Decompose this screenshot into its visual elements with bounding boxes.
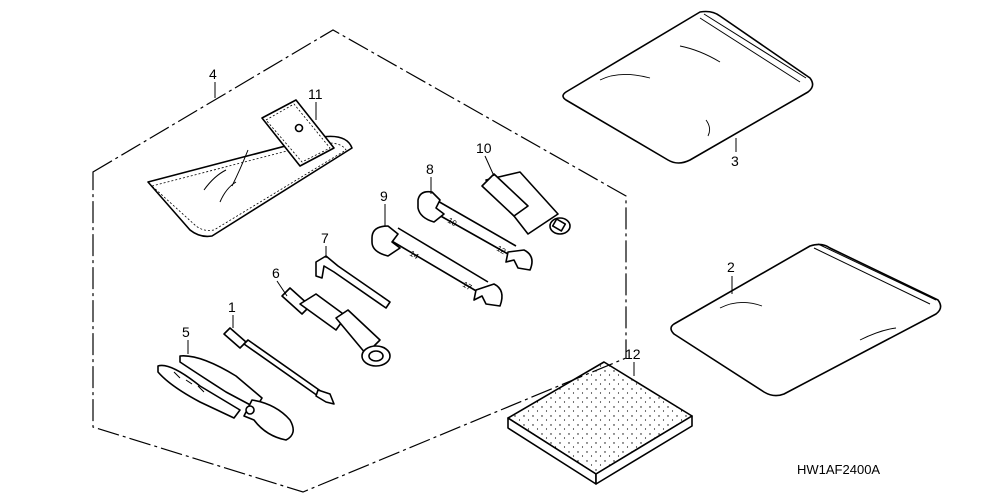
wrench-9-mark-lower: 17 [461, 280, 474, 293]
callout-9: 9 [380, 188, 388, 204]
callout-1: 1 [228, 299, 236, 315]
wrench-10x12 [417, 190, 533, 271]
wrench-8-mark-lower: 12 [495, 244, 508, 257]
callout-5: 5 [182, 324, 190, 340]
leader-10 [484, 155, 495, 177]
tool-kit-boundary [92, 29, 627, 493]
callout-10: 10 [476, 140, 492, 156]
callout-11: 11 [308, 86, 323, 102]
tool-bag [147, 99, 353, 238]
bag-3 [562, 10, 814, 164]
screwdriver [223, 327, 335, 405]
callout-8: 8 [426, 161, 434, 177]
wrench-9-mark-upper: 14 [408, 249, 421, 262]
socket-wrench [481, 171, 571, 235]
callout-3: 3 [731, 153, 739, 169]
spark-plug-wrench [281, 287, 391, 367]
callout-2: 2 [727, 259, 735, 275]
diagram-code: HW1AF2400A [797, 462, 880, 477]
callout-4: 4 [209, 66, 217, 82]
leader-6 [276, 280, 288, 297]
callout-6: 6 [272, 265, 280, 281]
foam-pad [507, 361, 693, 485]
pliers [157, 355, 294, 441]
wrench-8-mark-upper: 10 [446, 216, 459, 229]
callout-12: 12 [625, 346, 641, 362]
bag-2 [670, 243, 942, 397]
wrench-14x17 [371, 225, 503, 307]
callout-7: 7 [321, 230, 329, 246]
hex-key [315, 255, 391, 309]
